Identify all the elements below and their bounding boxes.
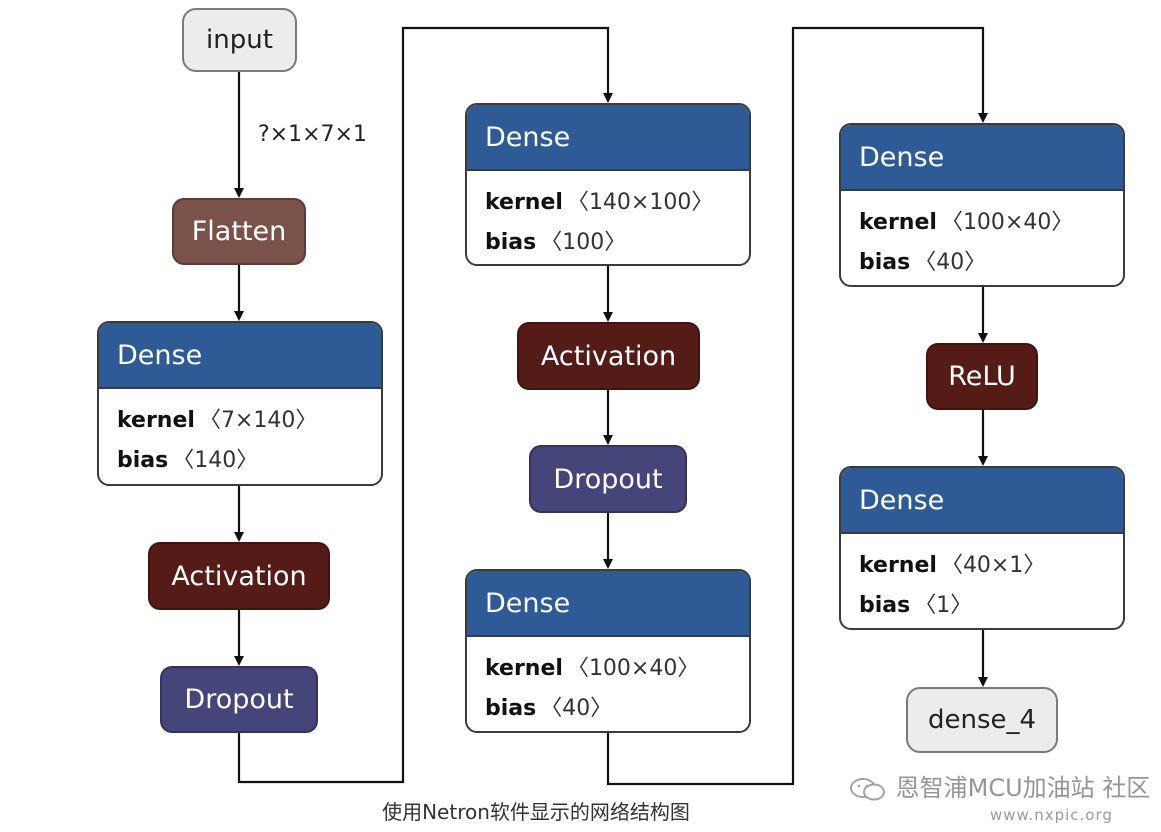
node-dropout-2[interactable]: Dropout xyxy=(529,445,687,513)
kernel-label: kernel xyxy=(859,210,937,235)
dense-5-kernel-row: kernel〈40×1〉 xyxy=(859,546,1105,586)
watermark-brand: 社区 xyxy=(1102,774,1151,802)
bias-shape: 〈140〉 xyxy=(172,448,259,473)
bias-label: bias xyxy=(859,593,911,618)
dense-3-bias-row: bias〈40〉 xyxy=(485,689,731,729)
kernel-shape: 〈140×100〉 xyxy=(566,190,714,215)
dense-2-kernel-row: kernel〈140×100〉 xyxy=(485,183,731,223)
dense-1-kernel-row: kernel〈7×140〉 xyxy=(117,401,363,441)
node-input[interactable]: input xyxy=(182,8,297,72)
node-dense-5[interactable]: Dense kernel〈40×1〉 bias〈1〉 xyxy=(839,466,1125,630)
dense-1-bias-row: bias〈140〉 xyxy=(117,441,363,481)
bias-shape: 〈100〉 xyxy=(540,230,627,255)
node-activation-1[interactable]: Activation xyxy=(148,542,330,610)
kernel-label: kernel xyxy=(117,408,195,433)
bias-shape: 〈40〉 xyxy=(540,696,613,721)
kernel-shape: 〈100×40〉 xyxy=(566,656,700,681)
bias-shape: 〈40〉 xyxy=(914,250,987,275)
wechat-icon xyxy=(850,778,885,801)
node-relu[interactable]: ReLU xyxy=(926,343,1038,410)
kernel-shape: 〈7×140〉 xyxy=(198,408,318,433)
dense-1-title: Dense xyxy=(99,323,381,389)
dense-4-title: Dense xyxy=(841,125,1123,191)
node-dense-2[interactable]: Dense kernel〈140×100〉 bias〈100〉 xyxy=(465,103,751,266)
dense-5-title: Dense xyxy=(841,468,1123,534)
kernel-label: kernel xyxy=(485,656,563,681)
dense-5-bias-row: bias〈1〉 xyxy=(859,586,1105,626)
watermark-text: 恩智浦MCU加油站 xyxy=(895,774,1095,802)
bias-shape: 〈1〉 xyxy=(914,593,973,618)
bias-label: bias xyxy=(117,448,169,473)
dense-3-kernel-row: kernel〈100×40〉 xyxy=(485,649,731,689)
bias-label: bias xyxy=(485,230,537,255)
node-dense-1[interactable]: Dense kernel〈7×140〉 bias〈140〉 xyxy=(97,321,383,486)
node-activation-2[interactable]: Activation xyxy=(517,322,700,390)
edge-dropout-dense xyxy=(237,26,613,784)
watermark: 恩智浦MCU加油站 社区 xyxy=(848,768,1150,803)
watermark-url: www.nxpic.org xyxy=(990,806,1113,824)
kernel-label: kernel xyxy=(485,190,563,215)
edge-label-input-shape: ?×1×7×1 xyxy=(258,122,367,147)
kernel-shape: 〈100×40〉 xyxy=(940,210,1074,235)
edge-dense-dense-3 xyxy=(606,26,988,786)
dense-2-title: Dense xyxy=(467,105,749,171)
node-dropout-1[interactable]: Dropout xyxy=(160,666,318,733)
figure-caption: 使用Netron软件显示的网络结构图 xyxy=(382,800,690,824)
bias-label: bias xyxy=(485,696,537,721)
kernel-label: kernel xyxy=(859,553,937,578)
dense-4-bias-row: bias〈40〉 xyxy=(859,243,1105,283)
node-dense-4[interactable]: Dense kernel〈100×40〉 bias〈40〉 xyxy=(839,123,1125,287)
bias-label: bias xyxy=(859,250,911,275)
node-flatten[interactable]: Flatten xyxy=(172,198,306,265)
dense-4-kernel-row: kernel〈100×40〉 xyxy=(859,203,1105,243)
kernel-shape: 〈40×1〉 xyxy=(940,553,1046,578)
dense-3-title: Dense xyxy=(467,571,749,637)
node-output[interactable]: dense_4 xyxy=(906,687,1058,753)
dense-2-bias-row: bias〈100〉 xyxy=(485,223,731,263)
node-dense-3[interactable]: Dense kernel〈100×40〉 bias〈40〉 xyxy=(465,569,751,733)
